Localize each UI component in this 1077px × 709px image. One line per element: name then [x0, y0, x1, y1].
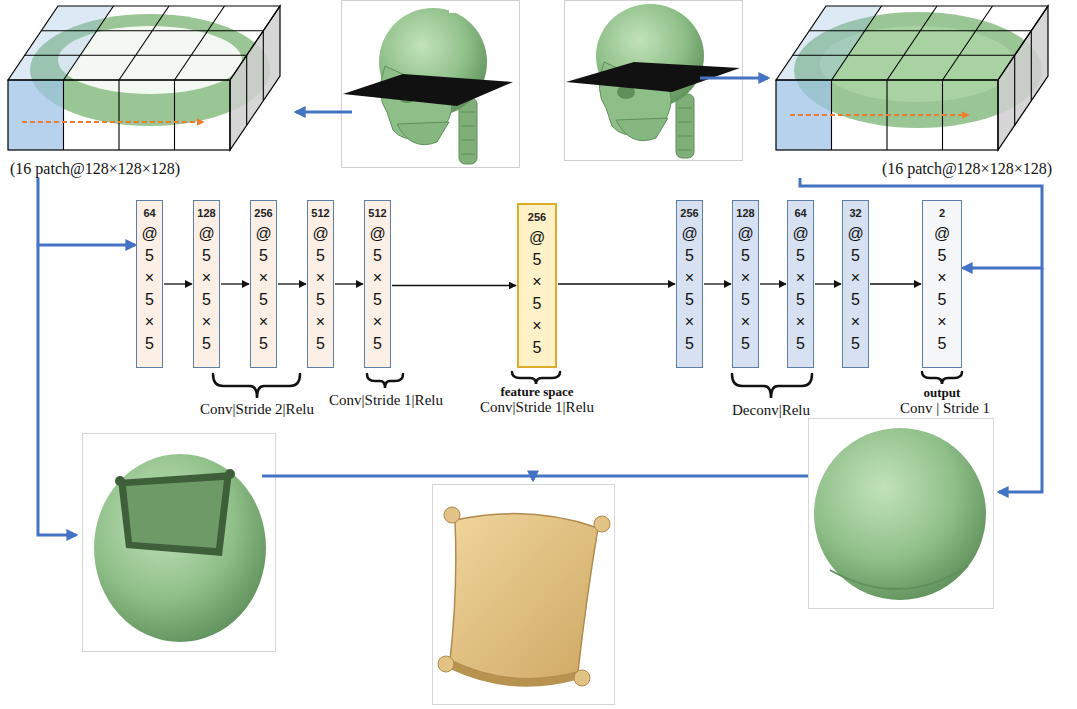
skull-photo-complete — [565, 1, 743, 161]
feature-layer: 256 @ 5 × 5 × 5 — [517, 203, 557, 368]
kernel-size: @ 5 × 5 × 5 — [253, 223, 275, 355]
data-flow-arrow — [38, 178, 135, 245]
kernel-size: @ 5 × 5 × 5 — [367, 223, 389, 355]
layer-arrow — [221, 283, 249, 284]
decoder-layer: 32 @ 5 × 5 × 5 — [842, 200, 869, 368]
channel-count: 512 — [368, 206, 386, 220]
kernel-size: @ 5 × 5 × 5 — [679, 223, 701, 355]
layer-annotation: Conv | Stride 1 — [900, 400, 990, 417]
layer-annotation: Conv|Stride 1|Relu — [480, 399, 594, 416]
layer-annotation: Deconv|Relu — [732, 402, 810, 419]
channel-count: 64 — [143, 206, 155, 220]
channel-count: 32 — [849, 206, 861, 220]
channel-count: 128 — [736, 206, 754, 220]
layer-arrow — [392, 285, 516, 286]
layer-arrow — [815, 283, 841, 284]
patch-grid-left — [8, 6, 280, 150]
kernel-size: @ 5 × 5 × 5 — [526, 227, 548, 359]
layer-arrow — [335, 283, 363, 284]
layer-annotation: Conv|Stride 2|Relu — [200, 401, 314, 418]
kernel-size: @ 5 × 5 × 5 — [790, 223, 812, 355]
layer-arrow — [704, 283, 731, 284]
layer-arrow — [760, 283, 786, 284]
patch-set: (16 patch@128×128×128) — [6, 6, 286, 178]
channel-count: 256 — [254, 206, 272, 220]
patch-caption: (16 patch@128×128×128) — [10, 160, 180, 178]
encoder-layer: 128 @ 5 × 5 × 5 — [193, 200, 220, 368]
layer-arrow — [558, 283, 675, 284]
patch-caption: (16 patch@128×128×128) — [882, 160, 1052, 178]
patch-grid-right — [776, 6, 1048, 150]
data-flow-arrow — [800, 178, 1042, 268]
skull-photo-defective — [342, 1, 520, 168]
kernel-size: @ 5 × 5 × 5 — [310, 223, 332, 355]
channel-count: 128 — [197, 206, 215, 220]
channel-count: 256 — [680, 206, 698, 220]
layer-arrow — [164, 283, 192, 284]
channel-count: 512 — [311, 206, 329, 220]
section-title: output — [924, 385, 961, 401]
channel-count: 2 — [939, 206, 945, 220]
kernel-size: @ 5 × 5 × 5 — [845, 223, 867, 355]
kernel-size: @ 5 × 5 × 5 — [735, 223, 757, 355]
section-title: feature space — [500, 384, 573, 400]
bracket — [213, 372, 962, 398]
layer-arrow — [870, 283, 921, 284]
kernel-size: @ 5 × 5 × 5 — [139, 223, 161, 355]
encoder-layer: 512 @ 5 × 5 × 5 — [307, 200, 334, 368]
encoder-layer: 512 @ 5 × 5 × 5 — [364, 200, 391, 368]
patch-set: (16 patch@128×128×128) — [768, 6, 1052, 178]
defective-skull — [83, 434, 276, 652]
encoder-layer: 256 @ 5 × 5 × 5 — [250, 200, 277, 368]
layer-annotation: Conv|Stride 1|Relu — [329, 392, 443, 409]
output-layer: 2 @ 5 × 5 × 5 — [922, 200, 962, 368]
complete-skull — [809, 419, 994, 609]
decoder-layer: 128 @ 5 × 5 × 5 — [732, 200, 759, 368]
kernel-size: @ 5 × 5 × 5 — [196, 223, 218, 355]
channel-count: 256 — [528, 210, 546, 224]
cranial-implant — [433, 485, 615, 705]
flow-wire — [38, 78, 1042, 535]
decoder-layer: 64 @ 5 × 5 × 5 — [787, 200, 814, 368]
channel-count: 64 — [794, 206, 806, 220]
encoder-layer: 64 @ 5 × 5 × 5 — [136, 200, 163, 368]
kernel-size: @ 5 × 5 × 5 — [931, 223, 953, 355]
layer-arrow — [278, 283, 306, 284]
decoder-layer: 256 @ 5 × 5 × 5 — [676, 200, 703, 368]
